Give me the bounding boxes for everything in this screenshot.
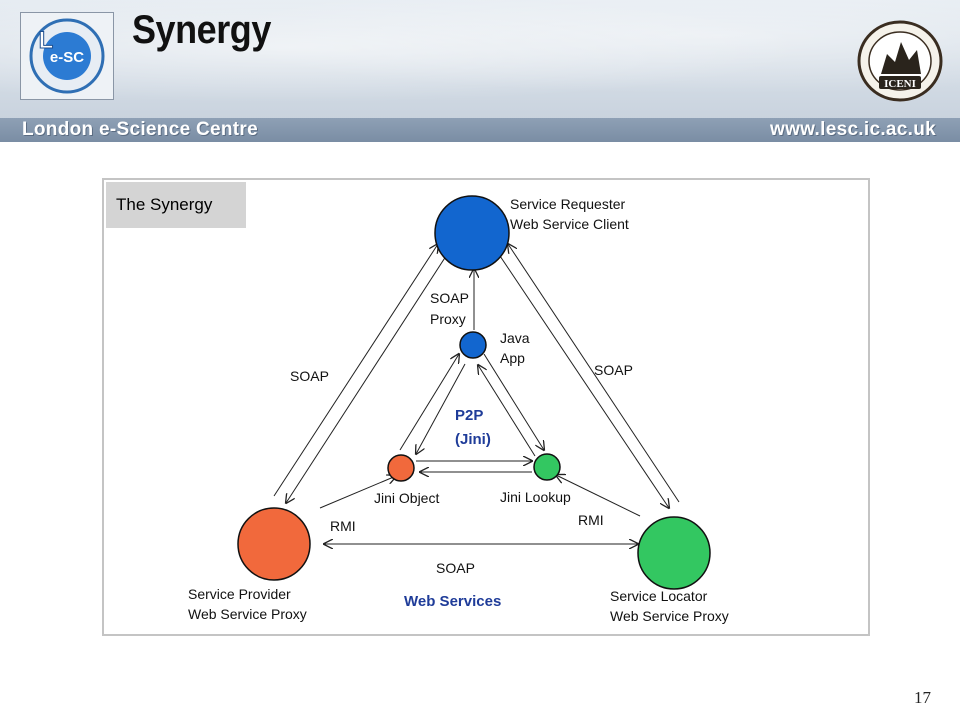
synergy-diagram: The Synergy xyxy=(102,178,870,636)
soap-right-arrow-up xyxy=(508,244,680,503)
diagram-label: The Synergy xyxy=(106,182,246,228)
locator-label-1: Service Locator xyxy=(610,588,708,604)
soap-bottom-label: SOAP xyxy=(436,560,475,576)
rmi-left-label: RMI xyxy=(330,518,356,534)
lesc-logo: e-SC L xyxy=(20,12,114,100)
iceni-logo: ICENI xyxy=(857,20,943,102)
java-to-jini-object-arrow-b xyxy=(416,363,466,454)
banner-strip xyxy=(0,118,960,142)
java-to-jini-object-arrow-a xyxy=(399,354,459,451)
soap-left-arrow-up xyxy=(273,244,438,497)
java-to-jini-lookup-arrow-b xyxy=(478,365,536,457)
locator-label-2: Web Service Proxy xyxy=(610,608,729,624)
web-services-label: Web Services xyxy=(404,593,502,610)
java-app-label-2: App xyxy=(500,350,525,366)
website-url: www.lesc.ic.ac.uk xyxy=(770,119,936,140)
java-app-label-1: Java xyxy=(500,330,530,346)
provider-label-1: Service Provider xyxy=(188,586,291,602)
jini-lookup-label: Jini Lookup xyxy=(500,489,571,505)
org-name: London e-Science Centre xyxy=(22,119,258,140)
service-provider-node xyxy=(237,507,311,581)
soap-proxy-label-2: Proxy xyxy=(430,311,466,327)
rmi-right-arrow xyxy=(556,475,641,517)
soap-right-arrow-down xyxy=(497,252,669,508)
jini-object-label: Jini Object xyxy=(374,490,440,506)
slide-title: Synergy xyxy=(132,8,271,52)
soap-right-label: SOAP xyxy=(594,362,633,378)
jini-lookup-node xyxy=(533,453,561,481)
jini-object-node xyxy=(387,454,415,482)
p2p-label-1: P2P xyxy=(455,407,484,424)
banner-background xyxy=(0,0,960,118)
service-locator-node xyxy=(637,516,711,590)
header-banner xyxy=(0,0,960,142)
svg-text:e-SC: e-SC xyxy=(50,49,84,66)
soap-left-label: SOAP xyxy=(290,368,329,384)
provider-label-2: Web Service Proxy xyxy=(188,606,307,622)
p2p-label-2: (Jini) xyxy=(455,431,491,448)
rmi-left-arrow xyxy=(319,476,396,509)
requester-label-1: Service Requester xyxy=(510,196,626,212)
svg-text:ICENI: ICENI xyxy=(884,78,916,90)
requester-label-2: Web Service Client xyxy=(510,216,629,232)
service-requester-node xyxy=(434,195,510,271)
diagram-label-text: The Synergy xyxy=(116,195,213,214)
rmi-right-label: RMI xyxy=(578,512,604,528)
soap-proxy-label-1: SOAP xyxy=(430,290,469,306)
java-app-node xyxy=(459,331,487,359)
java-to-jini-lookup-arrow-a xyxy=(483,353,544,450)
soap-left-arrow-down xyxy=(286,252,449,503)
diagram-graphics xyxy=(237,195,711,590)
page-number: 17 xyxy=(914,688,931,707)
svg-text:L: L xyxy=(39,27,54,54)
